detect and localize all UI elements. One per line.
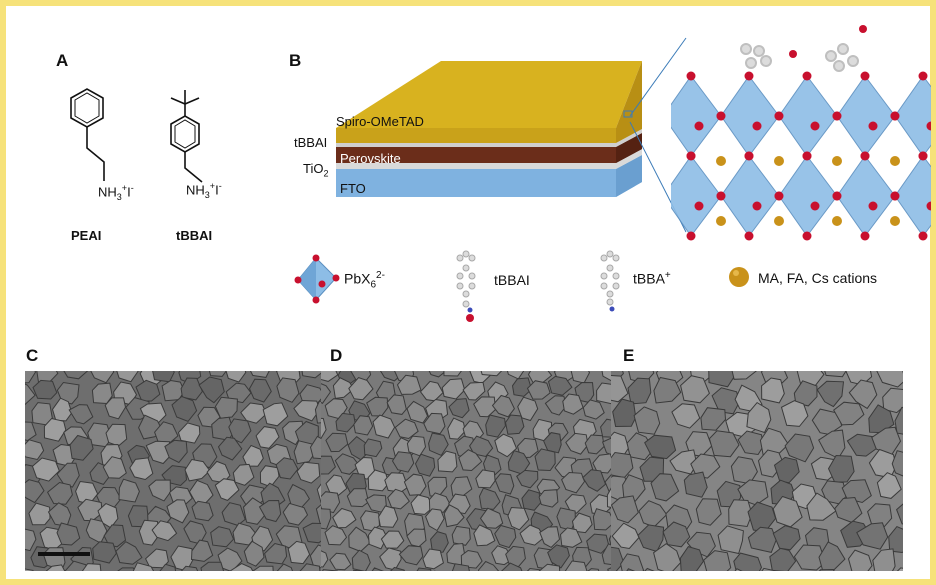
- fto-label: FTO: [340, 181, 366, 196]
- sem-image-e: [611, 371, 903, 571]
- panel-label-b: B: [289, 51, 302, 70]
- device-stack-diagram: [336, 61, 642, 197]
- legend-cations: MA, FA, Cs cations: [758, 270, 878, 286]
- panel-label-a: A: [56, 51, 69, 70]
- peai-label: PEAI: [71, 228, 102, 243]
- spiro-label: Spiro-OMeTAD: [336, 114, 424, 129]
- tbbai-structure: [170, 90, 203, 183]
- fto-layer: [336, 155, 642, 197]
- tbbai-layer-label: tBBAI: [294, 135, 328, 150]
- panel-label-e: E: [623, 346, 635, 365]
- perovskite-layer: [336, 133, 642, 163]
- scale-bar: [38, 552, 90, 556]
- sem-image-d: [321, 371, 611, 571]
- pbx6-octahedron-icon: [294, 254, 340, 304]
- panel-label-c: C: [26, 346, 39, 365]
- peai-structure: [70, 88, 105, 181]
- tbbai-formula: NH3+I-: [186, 181, 222, 200]
- spiro-layer: [336, 61, 642, 128]
- panel-label-d: D: [330, 346, 343, 365]
- tbbai-molecule-icon: [456, 250, 476, 322]
- legend-tbbai: tBBAI: [494, 272, 530, 288]
- tbba-cation-icon: [600, 250, 620, 312]
- tbbai-layer: [336, 129, 642, 147]
- tio2-label: TiO2: [303, 161, 329, 179]
- perovskite-label: Perovskite: [340, 151, 401, 166]
- legend-tbba: tBBA+: [633, 270, 671, 287]
- tio2-layer: [336, 149, 642, 169]
- peai-formula: NH3+I-: [98, 183, 134, 202]
- legend-pbx6: PbX62-: [344, 270, 385, 291]
- cation-sphere-icon: [729, 267, 749, 287]
- perovskite-crystal-illustration: [671, 25, 931, 241]
- sem-image-c: [25, 371, 321, 571]
- tbbai-label: tBBAI: [176, 228, 213, 243]
